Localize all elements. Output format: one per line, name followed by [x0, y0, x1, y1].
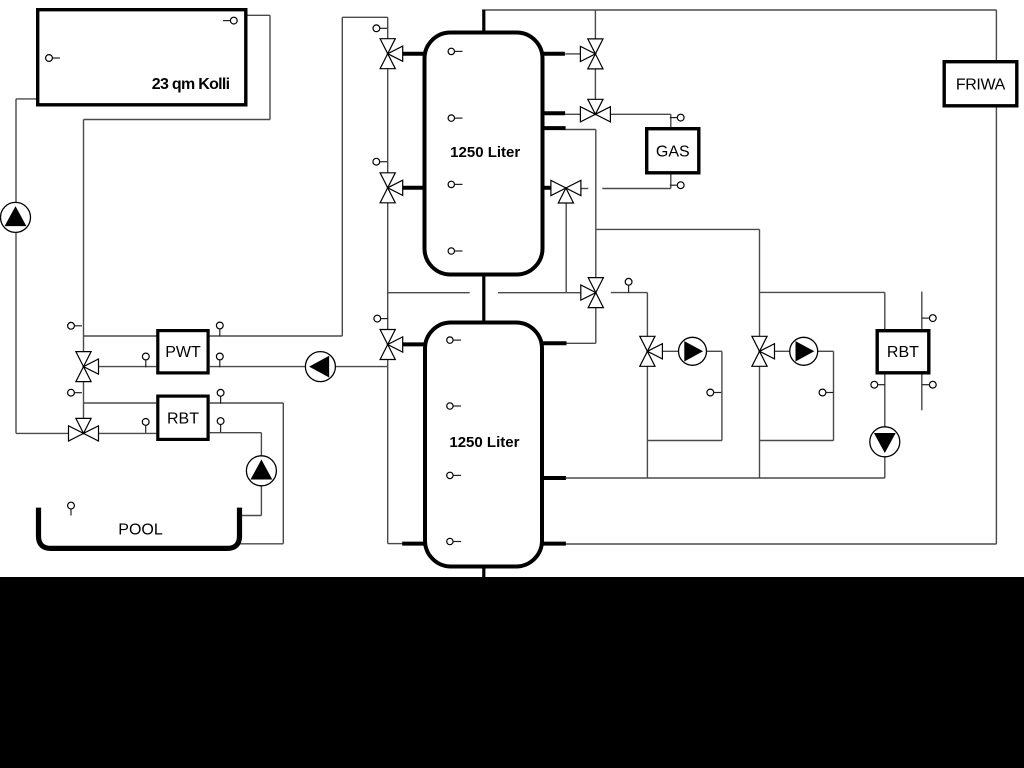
- svg-text:GAS: GAS: [656, 144, 690, 161]
- svg-text:1250 Liter: 1250 Liter: [450, 144, 520, 161]
- svg-text:RBT: RBT: [167, 411, 199, 428]
- svg-text:PWT: PWT: [165, 344, 201, 361]
- svg-text:RBT: RBT: [887, 344, 919, 361]
- svg-text:POOL: POOL: [118, 522, 163, 539]
- svg-text:FRIWA: FRIWA: [956, 76, 1006, 93]
- svg-text:23 qm Kolli: 23 qm Kolli: [152, 76, 230, 93]
- svg-text:1250 Liter: 1250 Liter: [449, 434, 519, 451]
